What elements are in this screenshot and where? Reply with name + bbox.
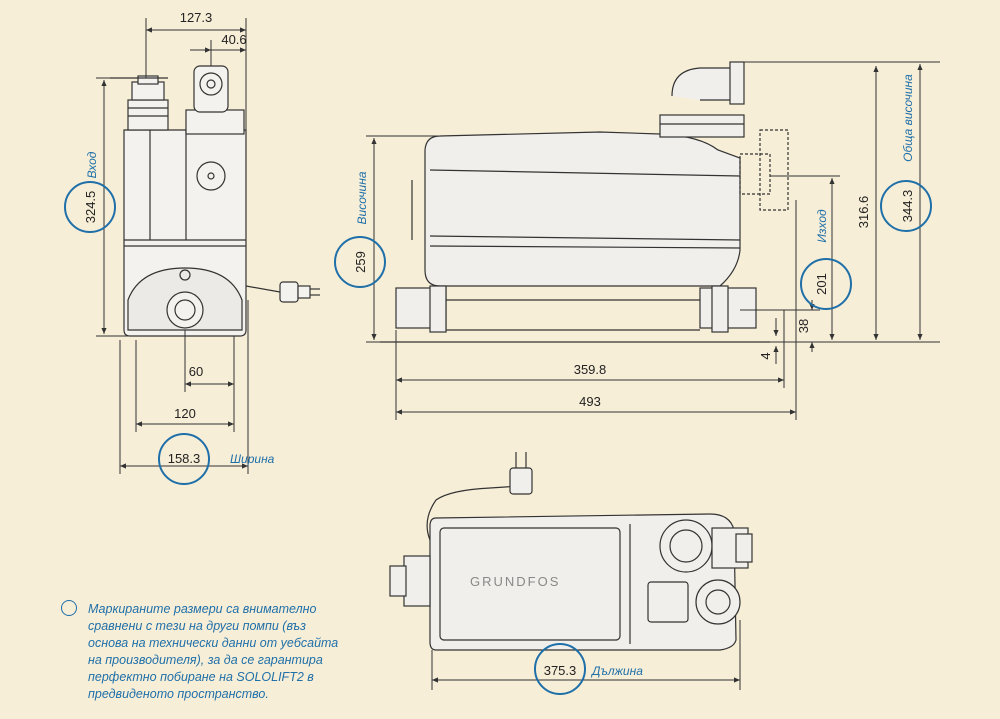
dim-length: 375.3	[544, 663, 577, 678]
height-label: Височина	[355, 171, 369, 224]
top-view	[389, 452, 753, 651]
dim-outlet-offset: 60	[189, 364, 203, 379]
note-line: предвиденото пространство.	[88, 687, 269, 701]
dim-clearance: 4	[758, 352, 773, 359]
side-view	[380, 61, 789, 343]
length-label: Дължина	[590, 664, 643, 678]
note-line: перфектно побиране на SOLOLIFT2 в	[88, 670, 314, 684]
brand-logo: GRUNDFOS	[470, 574, 560, 589]
front-dimensions	[96, 18, 249, 474]
note-line: на производителя), за да се гарантира	[88, 653, 323, 667]
dim-base-height: 38	[796, 319, 811, 333]
side-dimension-texts: 259 Височина 359.8 493 201 Изход 38 4 31…	[353, 74, 915, 409]
note-line: сравнени с тези на други помпи (въз	[88, 619, 306, 633]
dim-top-width: 127.3	[180, 10, 213, 25]
dim-inlet-width: 40.6	[221, 32, 246, 47]
dim-pipe-height: 316.6	[856, 196, 871, 229]
front-dimension-texts: 127.3 40.6 60 120 158.3 Ширина 324.5 Вхо…	[83, 10, 275, 466]
note-marker-icon	[61, 600, 77, 616]
side-highlight-circles	[334, 180, 932, 310]
dim-base-width: 120	[174, 406, 196, 421]
side-dimensions	[366, 61, 940, 420]
dim-height: 259	[353, 251, 368, 273]
front-highlight-circles	[64, 181, 210, 485]
dim-total-length: 493	[579, 394, 601, 409]
total-height-label: Обща височина	[901, 74, 915, 162]
length-highlight-circle	[534, 643, 586, 695]
top-dimensions	[431, 620, 741, 690]
front-view	[110, 65, 320, 337]
outlet-label: Изход	[815, 209, 829, 243]
dim-outlet-height: 201	[814, 273, 829, 295]
dim-total-width: 158.3	[168, 451, 201, 466]
note-text: Маркираните размери са внимателно сравне…	[88, 601, 378, 703]
dim-foot-length: 359.8	[574, 362, 607, 377]
note-line: Маркираните размери са внимателно	[88, 602, 317, 616]
inlet-label: Вход	[85, 151, 99, 178]
note-line: основа на технически данни от уебсайта	[88, 636, 339, 650]
width-label: Ширина	[230, 452, 275, 466]
dim-inlet-height: 324.5	[83, 191, 98, 224]
dim-total-height: 344.3	[900, 190, 915, 223]
